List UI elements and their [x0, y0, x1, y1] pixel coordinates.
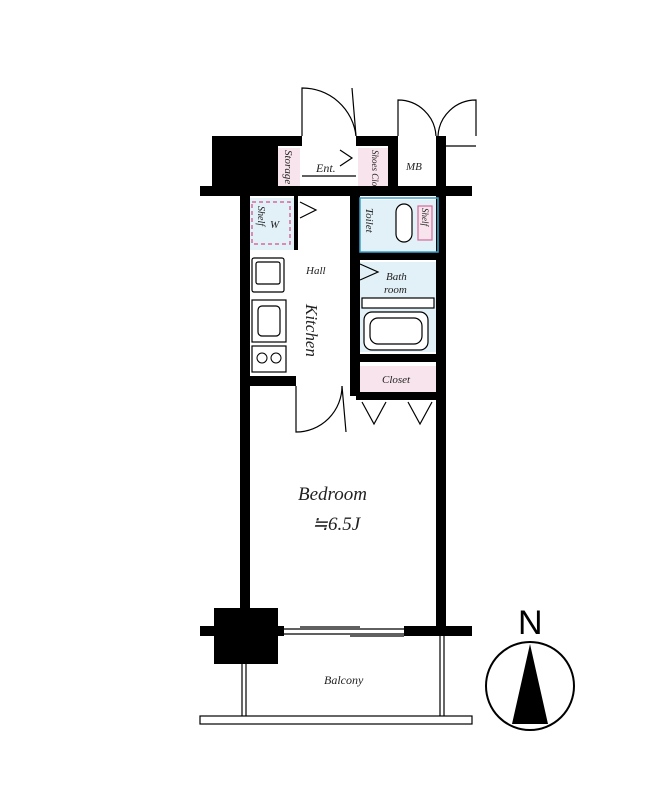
closet-label: Closet [382, 374, 411, 386]
shoes-closet-door [339, 149, 354, 167]
bath-label-1: Bath [386, 271, 407, 283]
shelf-border [251, 201, 291, 245]
shoes-closet-label: Shoes Clo [370, 150, 380, 187]
kitchen-label: Kitchen [302, 303, 321, 357]
stove [251, 345, 287, 373]
balcony-rail [199, 715, 473, 725]
toilet-label: Toilet [363, 208, 375, 234]
bedroom-label: Bedroom [298, 484, 367, 505]
outer-double-door [397, 99, 477, 147]
toilet-door [299, 201, 318, 219]
w-label: W [270, 219, 280, 231]
shoes-closet-fill [358, 148, 388, 188]
sliding-window [284, 626, 404, 637]
hall-label: Hall [305, 265, 326, 277]
bath-vanity [361, 297, 435, 309]
bath-label-2: room [384, 284, 407, 296]
closet-fill [360, 366, 438, 392]
shelf-label: Shelf [255, 206, 266, 227]
walls [200, 136, 472, 664]
entrance-door [301, 87, 357, 137]
storage-label: Storage [282, 150, 294, 184]
balcony-label: Balcony [324, 673, 364, 687]
mb-label: MB [405, 161, 422, 173]
closet-doors [361, 401, 433, 426]
toilet-border [359, 197, 439, 253]
north-compass: N [485, 604, 575, 731]
toilet-shelf-label: Shelf [420, 208, 430, 227]
shelf-fill [250, 198, 296, 250]
compass-arrow-icon [512, 644, 548, 724]
bath-door [359, 263, 380, 281]
storage-fill [278, 148, 300, 188]
north-label: N [518, 604, 543, 642]
toilet-shelf [417, 205, 433, 241]
bedroom-door [295, 385, 347, 433]
toilet-fixture [395, 203, 413, 243]
bedroom-size-label: ≒6.5J [312, 514, 362, 535]
entrance-label: Ent. [315, 161, 336, 175]
